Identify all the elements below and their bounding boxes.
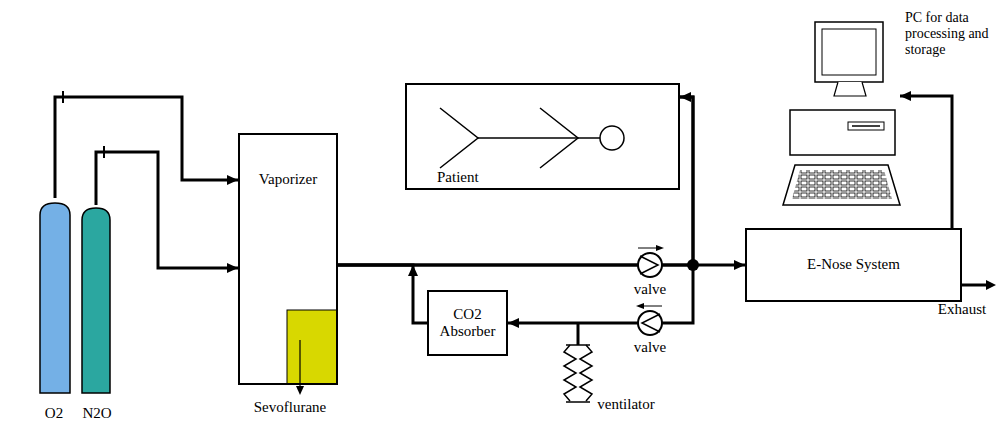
arrowhead — [508, 318, 519, 328]
node-label: CO2 Absorber — [429, 306, 506, 341]
keyboard — [783, 165, 900, 205]
exhaust-line — [962, 284, 988, 287]
part-label: ventilator — [597, 396, 654, 413]
node-label: O2 — [45, 405, 63, 422]
node-label: E-Nose System — [804, 256, 903, 273]
flow-arrow — [638, 248, 658, 249]
output-label: Exhaust — [938, 301, 986, 318]
computer-case — [790, 110, 895, 155]
flow-connector — [55, 97, 238, 198]
connector-line — [338, 265, 427, 323]
lung-symbol — [600, 126, 624, 150]
leader-arrowhead — [296, 386, 304, 395]
ventilator-pipe — [577, 323, 580, 345]
gas-cylinder: O2 — [34, 198, 74, 422]
node-label: Patient — [437, 169, 479, 186]
valve-symbol — [638, 311, 662, 335]
valve-tick — [62, 91, 64, 103]
valve-symbol — [642, 314, 660, 332]
monitor-screen — [822, 29, 876, 75]
flow-connector — [338, 265, 427, 323]
valve-tick — [103, 146, 105, 158]
bellows — [580, 345, 592, 401]
disk-slot — [852, 125, 880, 127]
part-label: valve — [634, 281, 666, 298]
connector-line — [508, 97, 693, 323]
connector-line — [96, 152, 238, 268]
arrowhead — [227, 175, 238, 185]
gas-cylinder: N2O — [75, 205, 119, 422]
monitor — [815, 22, 883, 82]
leader-line — [299, 340, 300, 388]
flow-connector — [900, 91, 952, 228]
airway-symbol — [440, 108, 478, 168]
material-label: Sevoflurane — [254, 399, 326, 416]
flow-arrow — [642, 306, 662, 307]
flow-connector — [338, 92, 693, 265]
oxygen-cylinder — [40, 203, 70, 393]
nitrous-cylinder — [82, 208, 110, 393]
enose-box: E-Nose System — [745, 228, 962, 302]
part-label: valve — [634, 339, 666, 356]
node-label: N2O — [82, 405, 111, 422]
connector-line — [55, 97, 238, 198]
valve-symbol — [638, 253, 662, 277]
disk-drive — [848, 122, 884, 130]
vaporizer-box: Vaporizer — [238, 133, 338, 385]
arrowhead — [734, 260, 745, 270]
bellows — [564, 345, 576, 401]
connector-line — [900, 96, 952, 228]
sevoflurane-liquid — [287, 310, 337, 384]
absorber-box: CO2 Absorber — [427, 290, 508, 356]
airway-symbol — [478, 137, 600, 139]
arrowhead — [900, 91, 911, 101]
node-label: PC for data processing and storage — [905, 10, 997, 58]
node-label: Vaporizer — [259, 171, 317, 188]
bellows — [566, 401, 590, 403]
arrowhead — [227, 263, 238, 273]
keyboard-keys — [792, 170, 892, 199]
arrowhead — [408, 265, 418, 276]
exhaust-arrowhead — [986, 280, 996, 290]
flow-arrow — [656, 245, 664, 251]
flow-connector — [96, 152, 238, 273]
junction-dot — [687, 259, 699, 271]
monitor-stand — [834, 82, 866, 96]
patient-box: Patient — [405, 83, 680, 190]
computer: PC for data processing and storage — [785, 18, 900, 208]
connector-line — [338, 97, 693, 265]
flow-arrow — [636, 303, 644, 309]
flow-connector — [508, 97, 693, 328]
valve-symbol — [640, 256, 658, 274]
